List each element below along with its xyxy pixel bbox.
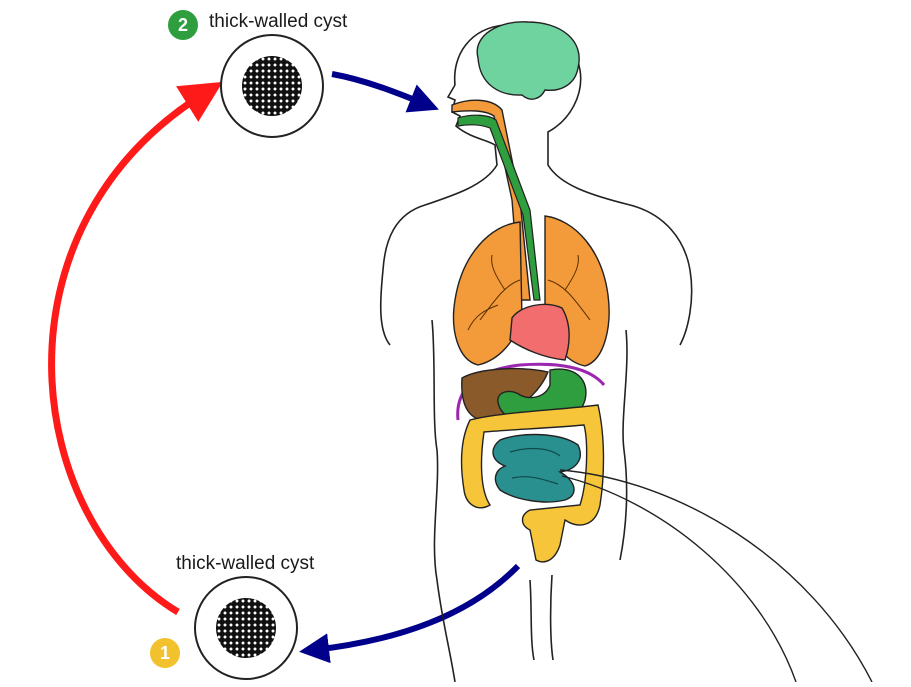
stage-2-label: thick-walled cyst (209, 11, 347, 33)
cyst-nuclei (242, 56, 302, 116)
heart (510, 304, 569, 360)
stage-1-label: thick-walled cyst (176, 553, 314, 575)
ingestion-arrow (332, 74, 425, 104)
pointer-lines (560, 470, 872, 682)
cyst-nuclei (216, 598, 276, 658)
left-lung (454, 222, 522, 365)
stage-1-badge: 1 (150, 638, 180, 668)
stage-1-cyst (194, 576, 298, 680)
excretion-arrow (314, 566, 518, 650)
brain (477, 22, 579, 99)
stage-2-badge: 2 (168, 10, 198, 40)
cycle-arrow (52, 93, 205, 612)
stage-2-cyst (220, 34, 324, 138)
small-intestine (493, 435, 580, 502)
